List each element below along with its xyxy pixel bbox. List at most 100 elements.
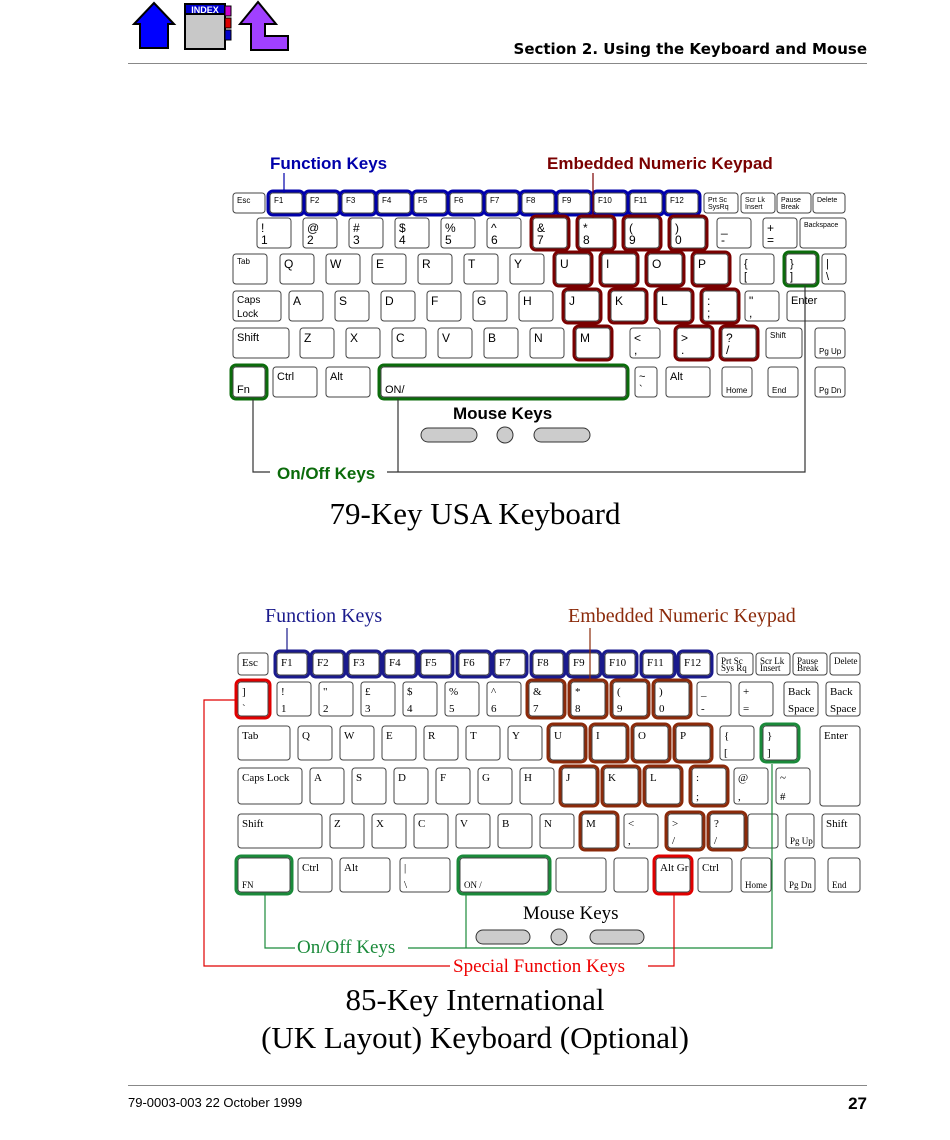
keypad-highlight	[558, 764, 600, 808]
svg-text:Esc: Esc	[242, 657, 258, 669]
svg-text:F4: F4	[382, 196, 392, 205]
mouse-pointer-stick	[496, 426, 514, 444]
key-num: @2	[302, 217, 338, 249]
svg-text:.: .	[681, 343, 684, 357]
svg-text:E: E	[376, 257, 384, 271]
key-e: E	[371, 253, 407, 285]
svg-text:`: `	[242, 703, 246, 715]
svg-text:O: O	[638, 730, 646, 742]
svg-text:Home: Home	[745, 880, 767, 890]
svg-text:F1: F1	[281, 657, 293, 669]
key-z: Z	[329, 813, 365, 849]
svg-text:E: E	[386, 730, 393, 742]
svg-text:): )	[675, 221, 679, 235]
fig2-onoff-keys-label: On/Off Keys	[297, 937, 396, 958]
svg-text:]: ]	[790, 271, 793, 283]
svg-text:D: D	[385, 294, 394, 308]
svg-text:A: A	[293, 294, 301, 308]
key-slash: ?/	[709, 813, 745, 849]
fkey-highlight	[417, 649, 455, 679]
home-icon[interactable]	[130, 0, 178, 55]
svg-text:Tab: Tab	[237, 257, 250, 266]
svg-text:H: H	[524, 772, 532, 784]
svg-text:Q: Q	[284, 257, 293, 271]
svg-text:Backspace: Backspace	[804, 222, 838, 229]
key-comma: <,	[623, 813, 659, 849]
svg-text:Enter: Enter	[824, 730, 848, 742]
svg-text:&: &	[533, 686, 542, 698]
key-h: H	[518, 290, 554, 322]
key-blank	[747, 813, 779, 849]
svg-text:X: X	[350, 331, 358, 345]
svg-text:Pause: Pause	[781, 197, 801, 204]
svg-text:F: F	[440, 772, 446, 784]
key-f4: F4	[377, 192, 411, 214]
key-shift-left: Shift	[237, 813, 323, 849]
index-icon[interactable]: INDEX	[183, 0, 235, 57]
key-delete: Delete	[829, 652, 861, 676]
svg-text:4: 4	[407, 703, 413, 715]
key-a: A	[288, 290, 324, 322]
svg-text:O: O	[652, 257, 661, 271]
key-comma: <,	[629, 327, 661, 359]
svg-text:?: ?	[714, 818, 719, 830]
svg-text:,: ,	[634, 343, 637, 357]
svg-text:F11: F11	[634, 196, 648, 205]
svg-text:=: =	[743, 703, 749, 715]
svg-text:0: 0	[675, 233, 682, 247]
svg-text:{: {	[724, 730, 729, 742]
fkey-highlight	[639, 649, 677, 679]
key-f7: F7	[494, 652, 526, 676]
svg-text:G: G	[482, 772, 490, 784]
fkey-highlight	[455, 649, 493, 679]
key-k: K	[610, 290, 646, 322]
svg-text:3: 3	[365, 703, 371, 715]
key-lbracket: {[	[719, 725, 755, 761]
fig1-onoff-keys-label: On/Off Keys	[277, 464, 376, 483]
key-i: I	[601, 253, 637, 285]
fkey-highlight	[381, 649, 419, 679]
key-end: End	[767, 366, 799, 398]
svg-text:{: {	[744, 258, 748, 270]
svg-text:>: >	[681, 331, 688, 345]
keypad-highlight	[653, 287, 695, 325]
svg-text:|: |	[404, 862, 406, 874]
svg-text:L: L	[661, 294, 668, 308]
svg-text:,: ,	[738, 791, 741, 803]
fkey-highlight	[491, 649, 529, 679]
key-pgup: Pg Up	[814, 327, 846, 359]
svg-text:R: R	[422, 257, 431, 271]
svg-text:Alt: Alt	[330, 371, 343, 383]
svg-text:): )	[659, 686, 663, 698]
key-f10: F10	[593, 192, 627, 214]
svg-text:Z: Z	[304, 331, 311, 345]
key-o: O	[647, 253, 683, 285]
onoff-highlight	[377, 363, 630, 401]
svg-text:K: K	[608, 772, 616, 784]
fig1-function-keys-label: Function Keys	[270, 154, 388, 173]
svg-text:F12: F12	[670, 196, 684, 205]
key-f7: F7	[485, 192, 519, 214]
keypad-highlight	[552, 250, 594, 288]
svg-text:Tab: Tab	[242, 730, 259, 742]
key-ctrl-right: Ctrl	[697, 857, 733, 893]
key-rbracket: }]	[785, 253, 817, 285]
svg-text:Shift: Shift	[770, 331, 787, 340]
keypad-highlight	[672, 722, 714, 764]
keypad-highlight	[621, 214, 663, 252]
key-h: H	[519, 767, 555, 805]
key-num: _-	[696, 681, 732, 717]
svg-text:Pause: Pause	[797, 656, 818, 666]
special-highlight	[652, 854, 694, 896]
keypad-highlight	[664, 810, 706, 852]
key-f1: F1	[276, 652, 308, 676]
svg-text:_: _	[720, 221, 728, 235]
back-arrow-icon[interactable]	[237, 0, 292, 57]
key-y: Y	[507, 725, 543, 761]
svg-text:2: 2	[323, 703, 329, 715]
key-r: R	[423, 725, 459, 761]
key-hash: ~#	[775, 767, 811, 805]
key-num: +=	[738, 681, 774, 717]
